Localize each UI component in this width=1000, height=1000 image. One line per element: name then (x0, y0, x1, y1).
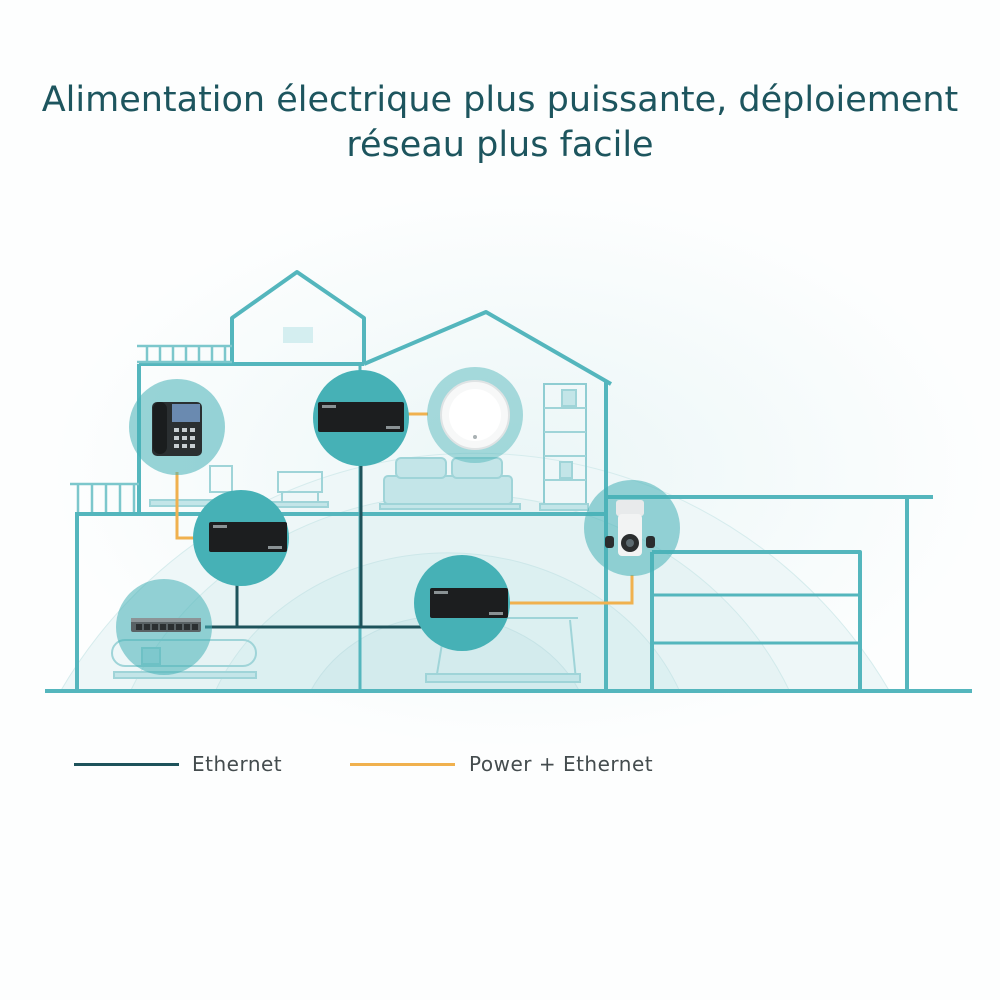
legend-ethernet-swatch (74, 763, 179, 766)
page-title: Alimentation électrique plus puissante, … (0, 78, 1000, 168)
desktop-switch-device (116, 579, 212, 675)
ip-phone-device (129, 379, 225, 475)
poe-cables (175, 412, 634, 605)
legend-poe-label: Power + Ethernet (469, 752, 654, 776)
legend-poe-swatch (350, 763, 455, 766)
poe-switch-lower (414, 555, 510, 651)
title-line-1: Alimentation électrique plus puissante, … (41, 80, 959, 120)
security-camera-device (584, 480, 680, 576)
poe-switch-upper (313, 370, 409, 466)
balcony-railings (70, 344, 232, 512)
legend-ethernet-label: Ethernet (192, 752, 283, 776)
access-point-device (427, 367, 523, 463)
title-line-2: réseau plus facile (346, 125, 654, 165)
poe-switch-middle (193, 490, 289, 586)
